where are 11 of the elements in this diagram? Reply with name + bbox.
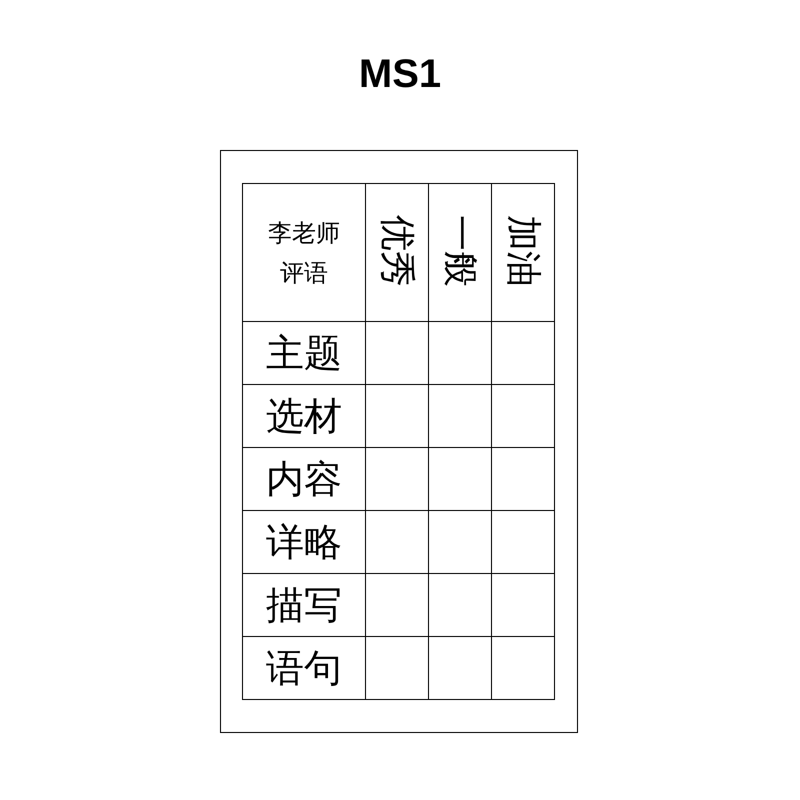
- title: MS1: [358, 52, 442, 96]
- row-header: 主题: [266, 330, 342, 376]
- row-header: 选材: [266, 392, 342, 440]
- row-header: 描写: [266, 582, 342, 628]
- column-header: 一般: [438, 214, 482, 286]
- column-header: 加油: [502, 214, 544, 286]
- row-header: 详略: [266, 518, 342, 566]
- row-header: 语句: [266, 644, 342, 692]
- row-header: 内容: [266, 456, 342, 502]
- corner-header: 李老师评语: [267, 218, 341, 288]
- column-header: 优秀: [376, 214, 418, 286]
